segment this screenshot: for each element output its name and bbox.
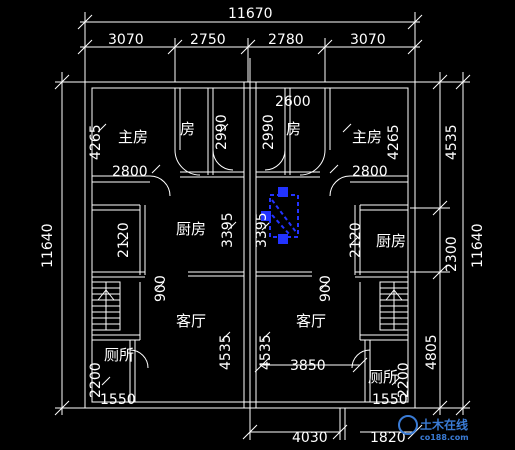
room-wc-left: 厕所 xyxy=(104,346,134,364)
drawing-lines xyxy=(55,12,470,440)
room-hall-left: 客厅 xyxy=(176,312,206,330)
dim-right-upper: 4535 xyxy=(444,124,460,160)
dim-center-hall-h: 4535 xyxy=(258,334,274,370)
room-hall-right: 客厅 xyxy=(296,312,326,330)
dim-right-room-h: 4265 xyxy=(386,124,402,160)
dim-bottom-left: 4030 xyxy=(292,430,328,446)
dim-top-2: 2750 xyxy=(190,32,226,48)
dim-right-kitchen-w: 2120 xyxy=(348,222,364,258)
dim-right-overall: 11640 xyxy=(470,223,486,268)
dim-bottom-right: 1820 xyxy=(370,430,406,446)
dim-center-kitchen-h: 3395 xyxy=(254,212,270,248)
dim-left-hall-h: 4535 xyxy=(218,334,234,370)
dim-right-room-w: 2800 xyxy=(352,164,388,180)
dim-hall-width: 3850 xyxy=(290,358,326,374)
room-right: 房 xyxy=(286,120,301,138)
room-kitchen-left: 厨房 xyxy=(176,220,206,238)
dim-left-room-h: 4265 xyxy=(88,124,104,160)
dim-top-4: 3070 xyxy=(350,32,386,48)
dim-left-kitchen-w: 2120 xyxy=(116,222,132,258)
dim-right-small-w: 2600 xyxy=(275,94,311,110)
dim-right-small-h: 2990 xyxy=(261,114,277,150)
watermark-logo: 土木在线 co188.com xyxy=(398,415,469,442)
dim-top-3: 2780 xyxy=(268,32,304,48)
dim-left-small-h: 2990 xyxy=(214,114,230,150)
room-kitchen-right: 厨房 xyxy=(376,232,406,250)
dim-right-lower: 4805 xyxy=(424,334,440,370)
dim-right-middle: 2300 xyxy=(444,236,460,272)
dim-right-wc-w: 1550 xyxy=(372,392,408,408)
watermark-text: 土木在线 xyxy=(420,417,468,432)
dim-left-wc-w: 1550 xyxy=(100,392,136,408)
dim-left-room-w: 2800 xyxy=(112,164,148,180)
dim-left-wc-h: 2200 xyxy=(88,362,104,398)
dim-right-wc-h: 2200 xyxy=(396,362,412,398)
room-master-right: 主房 xyxy=(352,128,382,146)
dim-top-1: 3070 xyxy=(108,32,144,48)
dim-left-kitchen-h: 3395 xyxy=(220,212,236,248)
room-master-left: 主房 xyxy=(118,128,148,146)
selected-object[interactable] xyxy=(262,188,298,243)
dim-left-overall: 11640 xyxy=(40,223,56,268)
dim-left-hall-door: 900 xyxy=(153,275,169,302)
watermark-sub: co188.com xyxy=(420,433,469,442)
room-left: 房 xyxy=(180,120,195,138)
dim-overall-top: 11670 xyxy=(228,6,273,22)
dim-right-hall-door: 900 xyxy=(318,275,334,302)
room-wc-right: 厕所 xyxy=(368,368,398,386)
